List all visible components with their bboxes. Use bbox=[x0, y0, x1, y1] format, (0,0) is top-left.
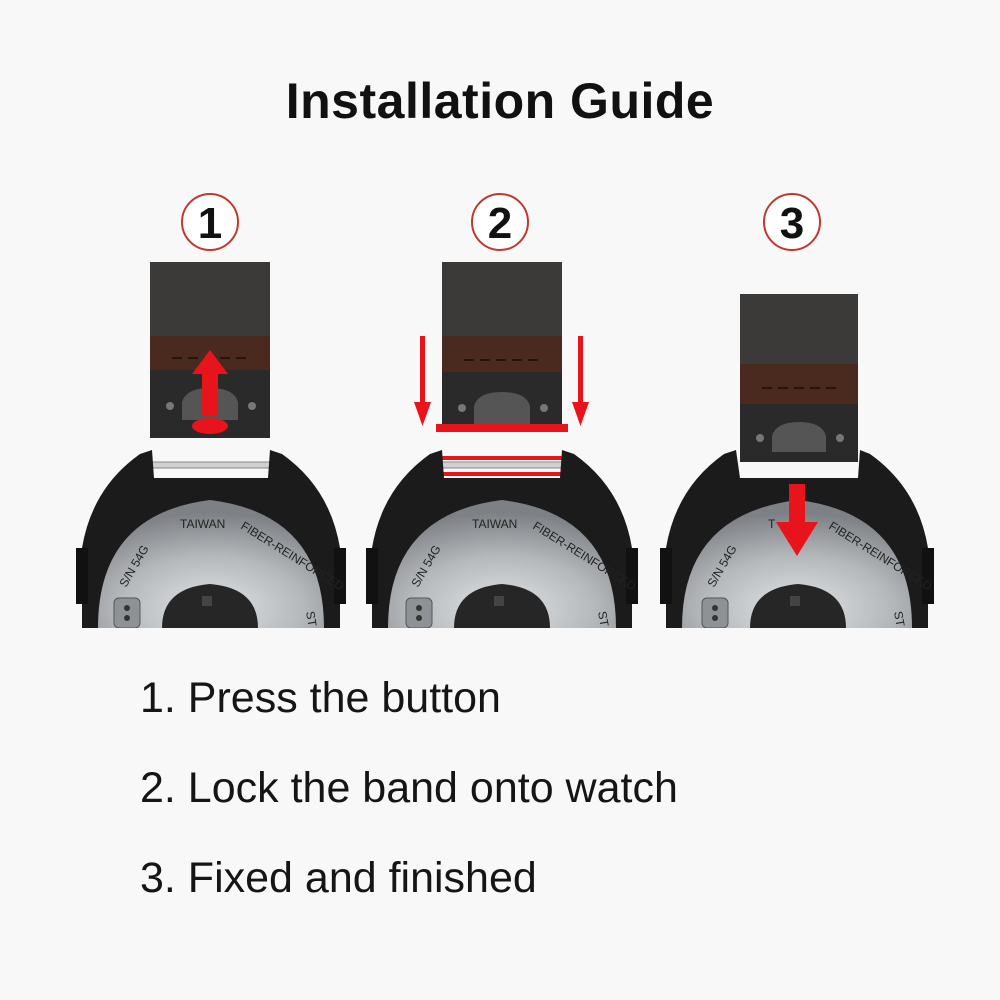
step-1-illustration: 1 TAIWAN bbox=[76, 193, 347, 628]
step-3-number: 3 bbox=[780, 199, 804, 248]
page-title: Installation Guide bbox=[285, 73, 715, 129]
instruction-step-3: 3. Fixed and finished bbox=[140, 854, 537, 902]
step-2-watch-band bbox=[436, 262, 568, 432]
step-3-illustration: 3 T FIBER-REINFORCED S/N 54G ST bbox=[660, 193, 935, 628]
step-2-number: 2 bbox=[488, 199, 512, 248]
step-3-number-badge: 3 bbox=[763, 193, 821, 251]
step-1-case-text-st: ST bbox=[303, 610, 320, 628]
step-1-number-badge: 1 bbox=[181, 193, 239, 251]
instruction-step-1: 1. Press the button bbox=[140, 674, 501, 722]
step-1-case-text-taiwan: TAIWAN bbox=[180, 517, 225, 531]
step-1-press-arrow bbox=[192, 350, 228, 434]
step-1-number: 1 bbox=[198, 199, 222, 248]
step-2-case-text-st: ST bbox=[595, 610, 612, 628]
step-2-watch: TAIWAN FIBER-REINFORCED S/N 54G ST bbox=[366, 450, 639, 628]
step-2-lock-arrows bbox=[414, 336, 589, 426]
instructions-list: 1. Press the button 2. Lock the band ont… bbox=[140, 672, 960, 942]
step-3-case-text-t: T bbox=[768, 517, 776, 531]
step-2-panel: 2 bbox=[352, 188, 652, 628]
step-3-panel: 3 T FIBER-REINFORCED S/N 54G ST bbox=[646, 188, 946, 628]
step-3-case-text-st: ST bbox=[891, 610, 908, 628]
step-1-panel: 1 TAIWAN bbox=[62, 188, 362, 628]
step-2-illustration: 2 bbox=[366, 193, 639, 628]
step-3-fix-arrow bbox=[776, 484, 818, 556]
step-1-watch: TAIWAN FIBER-REINFORCED S/N 54G ST bbox=[76, 450, 347, 628]
step-2-case-text-taiwan: TAIWAN bbox=[472, 517, 517, 531]
step-3-watch-band bbox=[740, 294, 858, 462]
instruction-step-2: 2. Lock the band onto watch bbox=[140, 764, 678, 812]
step-2-number-badge: 2 bbox=[471, 193, 529, 251]
